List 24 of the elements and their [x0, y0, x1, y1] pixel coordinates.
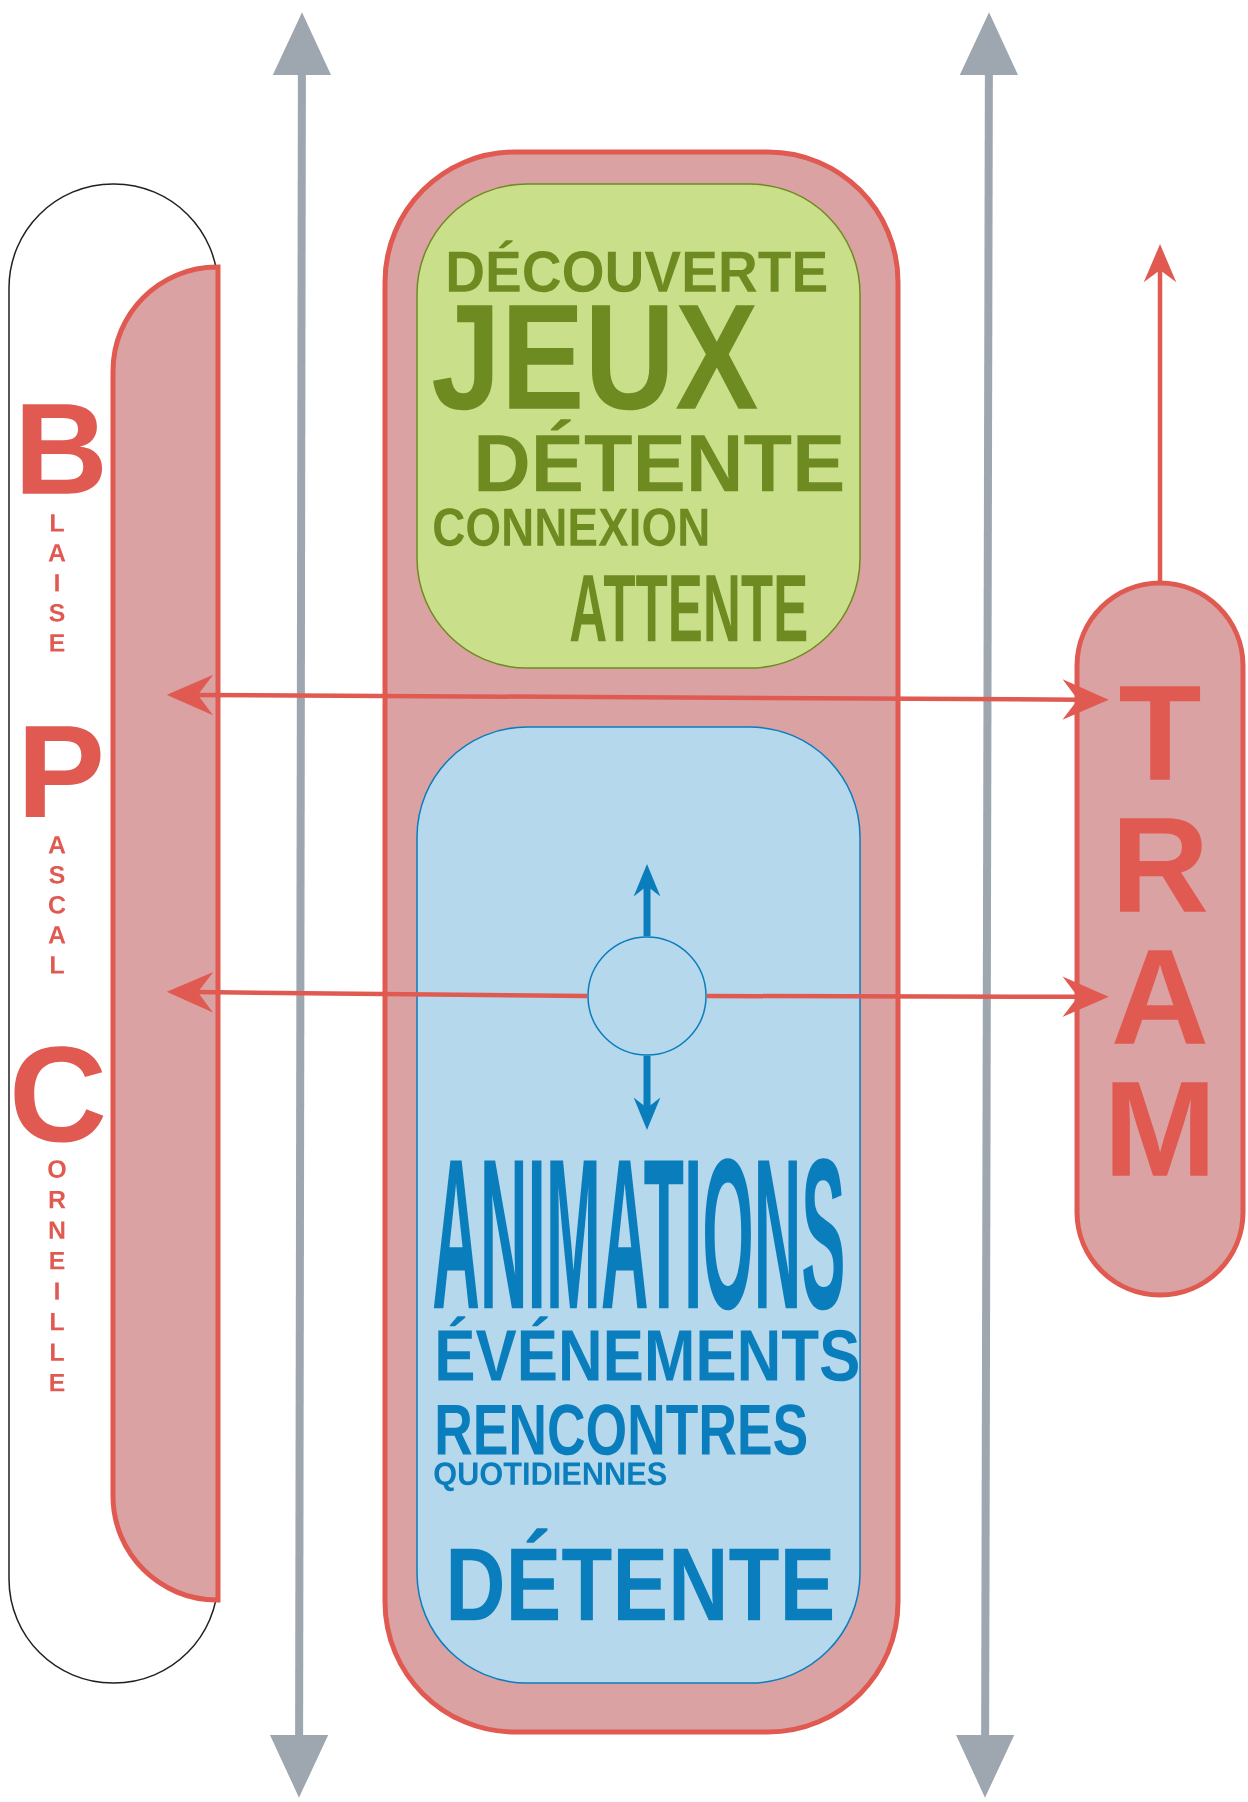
keyword: CONNEXION: [434, 508, 708, 547]
keyword: ANIMATIONS: [433, 1158, 843, 1311]
vertical-text: ORNEILLE: [48, 1160, 66, 1392]
rounded-frame: [8, 183, 221, 1684]
keyword: JEUX: [433, 305, 758, 411]
keyword: DÉCOUVERTE: [448, 240, 827, 293]
initial-letter: P: [25, 726, 101, 818]
rounded-box: [416, 726, 861, 1684]
rounded-box: [1074, 580, 1246, 1298]
vertical-text: TRAM: [1112, 686, 1208, 1176]
keyword: DÉTENTE: [450, 1528, 833, 1621]
initial-letter: C: [14, 1046, 104, 1143]
keyword: ATTENTE: [570, 575, 807, 642]
keyword: ÉVÉNEMENTS: [438, 1316, 858, 1382]
circle: [587, 936, 707, 1056]
keyword: RENCONTRES: [437, 1404, 807, 1456]
keyword: DÉTENTE: [478, 419, 843, 492]
band: [110, 264, 221, 1603]
initial-letter: B: [22, 404, 103, 494]
keyword: QUOTIDIENNES: [434, 1462, 667, 1492]
vertical-text: ASCAL: [48, 836, 66, 974]
vertical-text: LAISE: [48, 514, 66, 652]
rounded-box: [382, 149, 901, 1735]
rounded-box: [416, 183, 861, 669]
